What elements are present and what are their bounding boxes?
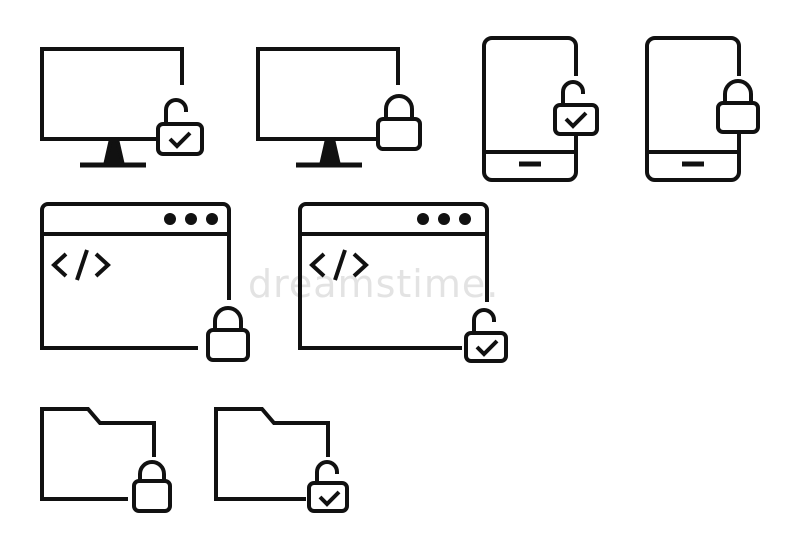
browser-code-unlocked-icon [298, 202, 518, 367]
watermark: dreamstime. [248, 262, 500, 306]
monitor-unlocked-icon [40, 47, 210, 172]
browser-code-locked-icon [40, 202, 260, 367]
phone-unlocked-icon [482, 36, 602, 186]
folder-unlocked-icon [214, 407, 364, 522]
folder-locked-icon [40, 407, 180, 522]
phone-locked-icon [645, 36, 765, 186]
monitor-locked-icon [256, 47, 426, 172]
